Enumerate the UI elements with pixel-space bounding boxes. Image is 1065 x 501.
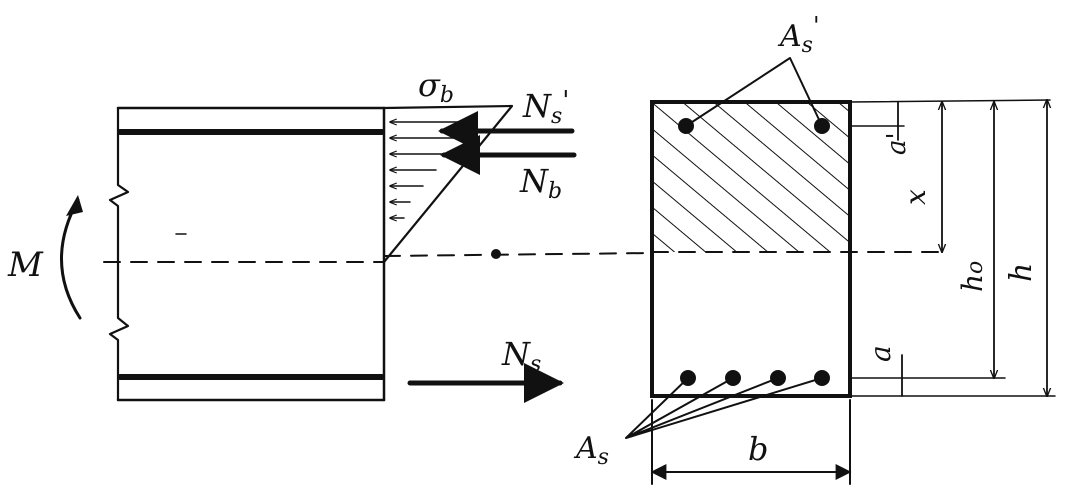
ns-label: Ns <box>501 335 541 377</box>
centroid-dot <box>491 249 501 259</box>
nb-label: Nb <box>519 162 562 204</box>
moment-label: M <box>7 245 44 285</box>
as-prime-label: As' <box>777 12 820 58</box>
x-label: x <box>899 189 932 205</box>
sigma-b-label: σb <box>418 66 454 108</box>
dimension-b: b <box>650 399 852 485</box>
h0-label: ho <box>956 261 989 292</box>
a-label: a <box>864 345 897 362</box>
a-prime-label: a' <box>882 132 912 155</box>
vertical-dimensions: a' x ho h a <box>849 99 1056 397</box>
as-prime-leader <box>685 57 823 127</box>
moment-arrow: M <box>7 195 83 320</box>
h-label: h <box>1004 263 1039 282</box>
b-label: b <box>748 430 768 468</box>
moment-arc <box>60 198 82 320</box>
stress-triangle <box>382 104 514 264</box>
section-outline <box>650 100 852 398</box>
leaders: As' As <box>573 12 823 470</box>
cross-section <box>650 100 941 398</box>
as-label: As <box>573 431 609 470</box>
beam-break-line <box>108 106 130 402</box>
stress-diagram: σb <box>382 66 514 264</box>
as-leader <box>625 377 823 439</box>
ns-prime-label: Ns' <box>522 86 569 129</box>
force-arrows: Ns' Nb Ns <box>407 86 577 403</box>
beam-side-view <box>103 106 386 402</box>
neutral-axis-middle <box>383 252 653 257</box>
moment-arrowhead <box>66 195 83 216</box>
